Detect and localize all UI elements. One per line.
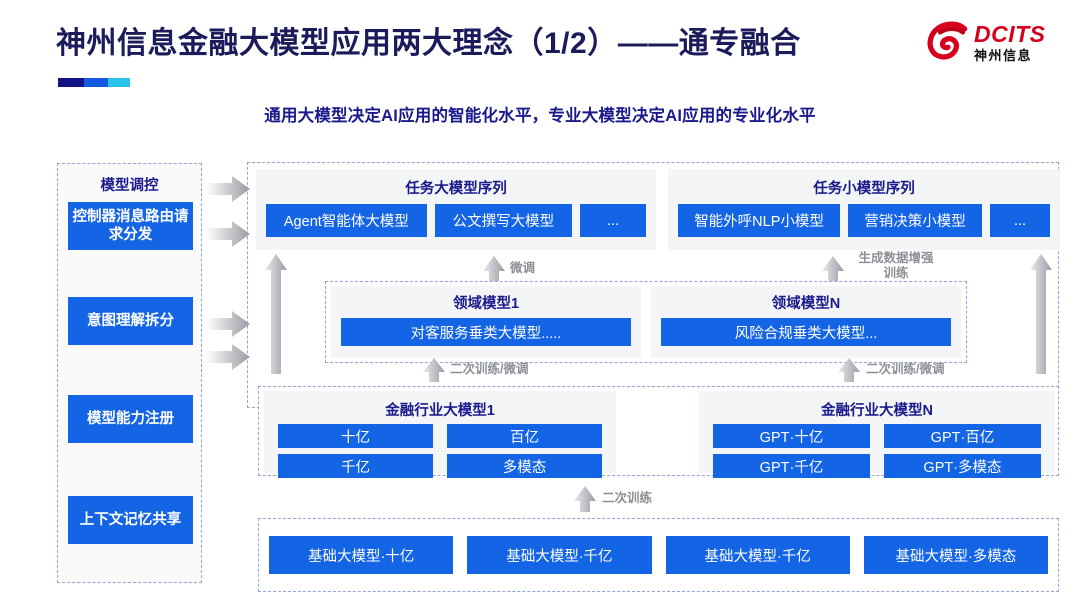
domain-model-value-1[interactable]: 对客服务垂类大模型..... <box>341 318 631 346</box>
industry-cell-1-1[interactable]: 百亿 <box>447 424 602 448</box>
up-arrow-icon-left-tall <box>265 254 287 374</box>
page-title: 神州信息金融大模型应用两大理念（1/2）——通专融合 <box>56 27 801 60</box>
page-subtitle: 通用大模型决定AI应用的智能化水平，专业大模型决定AI应用的专业化水平 <box>264 107 816 125</box>
control-column: 模型调控 控制器消息路由请求分发 意图理解拆分 模型能力注册 上下文记忆共享 <box>57 163 202 583</box>
industry-cell-2-0[interactable]: GPT·十亿 <box>713 424 870 448</box>
right-arrow-icon-1 <box>206 221 250 247</box>
label-fine-tune: 微调 <box>510 261 536 275</box>
domain-model-value-2[interactable]: 风险合规垂类大模型... <box>661 318 951 346</box>
label-retrain-finetune-left: 二次训练/微调 <box>450 362 529 376</box>
label-retrain: 二次训练 <box>602 491 653 505</box>
logo-swirl-icon <box>927 21 968 60</box>
control-item-0[interactable]: 控制器消息路由请求分发 <box>68 202 193 250</box>
task-big-chip-0[interactable]: Agent智能体大模型 <box>266 204 427 237</box>
dcits-logo: DCITS 神州信息 <box>927 16 1062 68</box>
industry-cell-1-2[interactable]: 千亿 <box>278 454 433 478</box>
base-model-chip-1[interactable]: 基础大模型·千亿 <box>467 536 652 574</box>
accent-segment-2 <box>84 78 108 87</box>
domain-model-title-1: 领域模型1 <box>452 296 520 312</box>
control-item-2[interactable]: 模型能力注册 <box>68 395 193 443</box>
industry-model-frame: 金融行业大模型1 十亿 百亿 千亿 多模态 金融行业大模型N GPT·十亿 GP… <box>258 386 1059 478</box>
up-arrow-icon-fine-tune <box>483 256 505 282</box>
task-big-chip-1[interactable]: 公文撰写大模型 <box>434 204 572 237</box>
accent-segment-3 <box>108 78 130 87</box>
control-column-title: 模型调控 <box>100 178 159 194</box>
right-arrow-icon-2 <box>206 311 250 337</box>
industry-model-card-1: 金融行业大模型1 十亿 百亿 千亿 多模态 <box>264 391 616 478</box>
task-small-chip-1[interactable]: 营销决策小模型 <box>848 204 982 237</box>
task-big-model-chips: Agent智能体大模型 公文撰写大模型 ... <box>256 198 656 246</box>
domain-model-frame: 领域模型1 对客服务垂类大模型..... 领域模型N 风险合规垂类大模型... <box>325 281 967 363</box>
logo-cn-label: 神州信息 <box>974 47 1033 63</box>
industry-model-card-2: 金融行业大模型N GPT·十亿 GPT·百亿 GPT·千亿 GPT·多模态 <box>699 391 1055 478</box>
industry-cell-1-3[interactable]: 多模态 <box>447 454 602 478</box>
task-small-chip-0[interactable]: 智能外呼NLP小模型 <box>678 204 841 237</box>
label-data-augment-line1: 生成数据增强 <box>858 251 934 265</box>
task-small-model-title: 任务小模型序列 <box>813 181 915 197</box>
up-arrow-icon-retrain-base <box>574 486 596 512</box>
accent-segment-1 <box>58 78 84 87</box>
industry-model-grid-2: GPT·十亿 GPT·百亿 GPT·千亿 GPT·多模态 <box>699 420 1055 478</box>
control-item-1[interactable]: 意图理解拆分 <box>68 297 193 345</box>
base-model-chip-0[interactable]: 基础大模型·十亿 <box>269 536 454 574</box>
control-item-3[interactable]: 上下文记忆共享 <box>68 496 193 544</box>
task-small-chip-more[interactable]: ... <box>990 204 1050 237</box>
task-big-chip-more[interactable]: ... <box>580 204 646 237</box>
logo-en-label: DCITS <box>974 20 1046 47</box>
industry-cell-2-1[interactable]: GPT·百亿 <box>884 424 1041 448</box>
industry-cell-2-2[interactable]: GPT·千亿 <box>713 454 870 478</box>
base-model-chip-3[interactable]: 基础大模型·多模态 <box>863 536 1048 574</box>
domain-model-title-2: 领域模型N <box>771 296 841 312</box>
title-accent-bar <box>58 78 130 87</box>
right-arrow-icon-3 <box>206 344 250 370</box>
task-big-model-panel: 任务大模型序列 Agent智能体大模型 公文撰写大模型 ... <box>256 169 656 250</box>
domain-model-card-1: 领域模型1 对客服务垂类大模型..... <box>331 286 641 358</box>
task-small-model-chips: 智能外呼NLP小模型 营销决策小模型 ... <box>668 198 1060 246</box>
industry-cell-1-0[interactable]: 十亿 <box>278 424 433 448</box>
up-arrow-icon-data-augment <box>822 256 844 282</box>
label-retrain-finetune-right: 二次训练/微调 <box>866 362 945 376</box>
base-model-frame: 基础大模型·十亿 基础大模型·千亿 基础大模型·千亿 基础大模型·多模态 <box>258 518 1059 592</box>
label-data-augment-line2: 训练 <box>883 266 909 280</box>
task-big-model-title: 任务大模型序列 <box>405 181 507 197</box>
task-small-model-panel: 任务小模型序列 智能外呼NLP小模型 营销决策小模型 ... <box>668 169 1060 250</box>
right-arrow-icon-0 <box>206 176 250 202</box>
up-arrow-icon-retrain-left <box>423 358 445 382</box>
industry-model-title-2: 金融行业大模型N <box>821 403 933 419</box>
industry-cell-2-3[interactable]: GPT·多模态 <box>884 454 1041 478</box>
domain-model-card-2: 领域模型N 风险合规垂类大模型... <box>651 286 961 358</box>
up-arrow-icon-retrain-right <box>838 358 860 382</box>
industry-model-title-1: 金融行业大模型1 <box>385 403 495 419</box>
base-model-chip-2[interactable]: 基础大模型·千亿 <box>665 536 850 574</box>
up-arrow-icon-right-tall <box>1030 254 1052 374</box>
logo-text: DCITS 神州信息 <box>974 20 1046 63</box>
industry-model-grid-1: 十亿 百亿 千亿 多模态 <box>264 420 616 478</box>
